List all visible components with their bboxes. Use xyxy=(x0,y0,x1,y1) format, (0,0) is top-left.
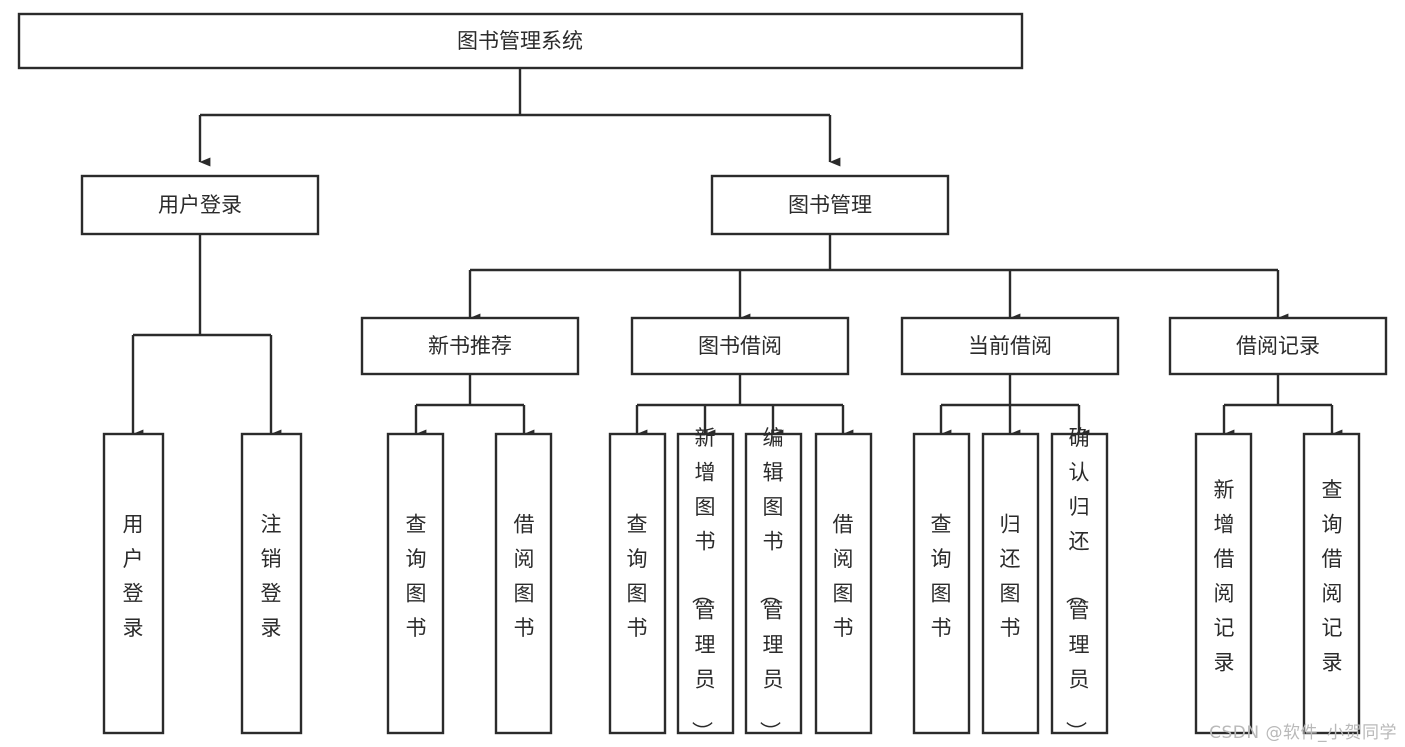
node-leaf-edit-book-label: 编辑图书（管理员） xyxy=(758,426,784,742)
connector-group-current-borrow xyxy=(939,374,1090,439)
node-leaf-add-book-label: 新增图书（管理员） xyxy=(690,426,716,742)
node-leaf-borrow-book-1-box[interactable] xyxy=(494,432,553,735)
node-leaf-query-book-3-label: 查询图书 xyxy=(931,512,952,640)
node-leaf-borrow-book-2[interactable]: 借阅图书 xyxy=(814,432,873,735)
node-root-label: 图书管理系统 xyxy=(457,29,583,53)
node-leaf-query-book-1-label: 查询图书 xyxy=(406,512,427,640)
node-borrow-record-label: 借阅记录 xyxy=(1236,334,1320,358)
node-leaf-confirm-return-label: 确认归还（管理员） xyxy=(1064,426,1090,742)
node-leaf-user-login[interactable]: 用户登录 xyxy=(102,432,165,735)
node-leaf-query-book-2-box[interactable] xyxy=(608,432,667,735)
node-user-login-label: 用户登录 xyxy=(158,193,242,217)
node-leaf-query-book-1[interactable]: 查询图书 xyxy=(386,432,445,735)
node-leaf-query-record-box[interactable] xyxy=(1302,432,1361,735)
node-leaf-logout-login[interactable]: 注销登录 xyxy=(240,432,303,735)
node-book-manage-box[interactable] xyxy=(710,174,950,236)
node-leaf-add-record-label: 新增借阅记录 xyxy=(1214,478,1235,675)
node-user-login-box[interactable] xyxy=(80,174,320,236)
node-current-borrow-label: 当前借阅 xyxy=(968,334,1052,358)
node-leaf-borrow-book-2-label: 借阅图书 xyxy=(833,512,854,640)
node-root-box[interactable] xyxy=(17,12,1024,70)
node-leaf-user-login-box[interactable] xyxy=(102,432,165,735)
csdn-watermark: CSDN @软件_小贺同学 xyxy=(1209,723,1397,743)
node-leaf-query-record[interactable]: 查询借阅记录 xyxy=(1302,432,1361,735)
node-leaf-query-record-label: 查询借阅记录 xyxy=(1322,478,1343,675)
connector-group-book-borrow xyxy=(635,374,854,439)
node-leaf-borrow-book-2-box[interactable] xyxy=(814,432,873,735)
node-book-manage[interactable]: 图书管理 xyxy=(710,174,950,236)
node-leaf-query-book-2-label: 查询图书 xyxy=(627,512,648,640)
node-book-borrow[interactable]: 图书借阅 xyxy=(630,316,850,376)
node-book-manage-label: 图书管理 xyxy=(788,193,872,217)
node-leaf-query-book-2[interactable]: 查询图书 xyxy=(608,432,667,735)
node-leaf-return-book-box[interactable] xyxy=(981,432,1040,735)
node-user-login[interactable]: 用户登录 xyxy=(80,174,320,236)
node-leaf-edit-book[interactable]: 编辑图书（管理员） xyxy=(744,426,803,742)
connector-group-book-manage xyxy=(468,234,1289,323)
node-leaf-return-book-label: 归还图书 xyxy=(1000,512,1021,640)
node-leaf-add-book-box[interactable] xyxy=(676,432,735,735)
node-leaf-query-book-3-box[interactable] xyxy=(912,432,971,735)
node-new-book-recommend-label: 新书推荐 xyxy=(428,334,512,358)
node-book-borrow-label: 图书借阅 xyxy=(698,334,782,358)
node-borrow-record[interactable]: 借阅记录 xyxy=(1168,316,1388,376)
connector-group-new-book-recommend xyxy=(414,374,535,439)
node-root[interactable]: 图书管理系统 xyxy=(17,12,1024,70)
node-book-borrow-box[interactable] xyxy=(630,316,850,376)
node-leaf-logout-login-label: 注销登录 xyxy=(261,512,282,640)
node-leaf-borrow-book-1-label: 借阅图书 xyxy=(514,512,535,640)
node-current-borrow[interactable]: 当前借阅 xyxy=(900,316,1120,376)
node-leaf-add-book[interactable]: 新增图书（管理员） xyxy=(676,426,735,742)
node-leaf-logout-login-box[interactable] xyxy=(240,432,303,735)
node-leaf-edit-book-box[interactable] xyxy=(744,432,803,735)
node-leaf-add-record-box[interactable] xyxy=(1194,432,1253,735)
node-leaf-confirm-return-box[interactable] xyxy=(1050,432,1109,735)
node-leaf-return-book[interactable]: 归还图书 xyxy=(981,432,1040,735)
node-new-book-recommend-box[interactable] xyxy=(360,316,580,376)
node-leaf-add-record[interactable]: 新增借阅记录 xyxy=(1194,432,1253,735)
node-borrow-record-box[interactable] xyxy=(1168,316,1388,376)
node-leaf-confirm-return[interactable]: 确认归还（管理员） xyxy=(1050,426,1109,742)
connector-group-borrow-record xyxy=(1222,374,1343,439)
node-leaf-query-book-3[interactable]: 查询图书 xyxy=(912,432,971,735)
node-leaf-borrow-book-1[interactable]: 借阅图书 xyxy=(494,432,553,735)
node-current-borrow-box[interactable] xyxy=(900,316,1120,376)
connector-group-root xyxy=(198,68,841,167)
node-new-book-recommend[interactable]: 新书推荐 xyxy=(360,316,580,376)
connector-group-user-login xyxy=(131,234,282,439)
node-leaf-query-book-1-box[interactable] xyxy=(386,432,445,735)
node-leaf-user-login-label: 用户登录 xyxy=(123,512,144,640)
